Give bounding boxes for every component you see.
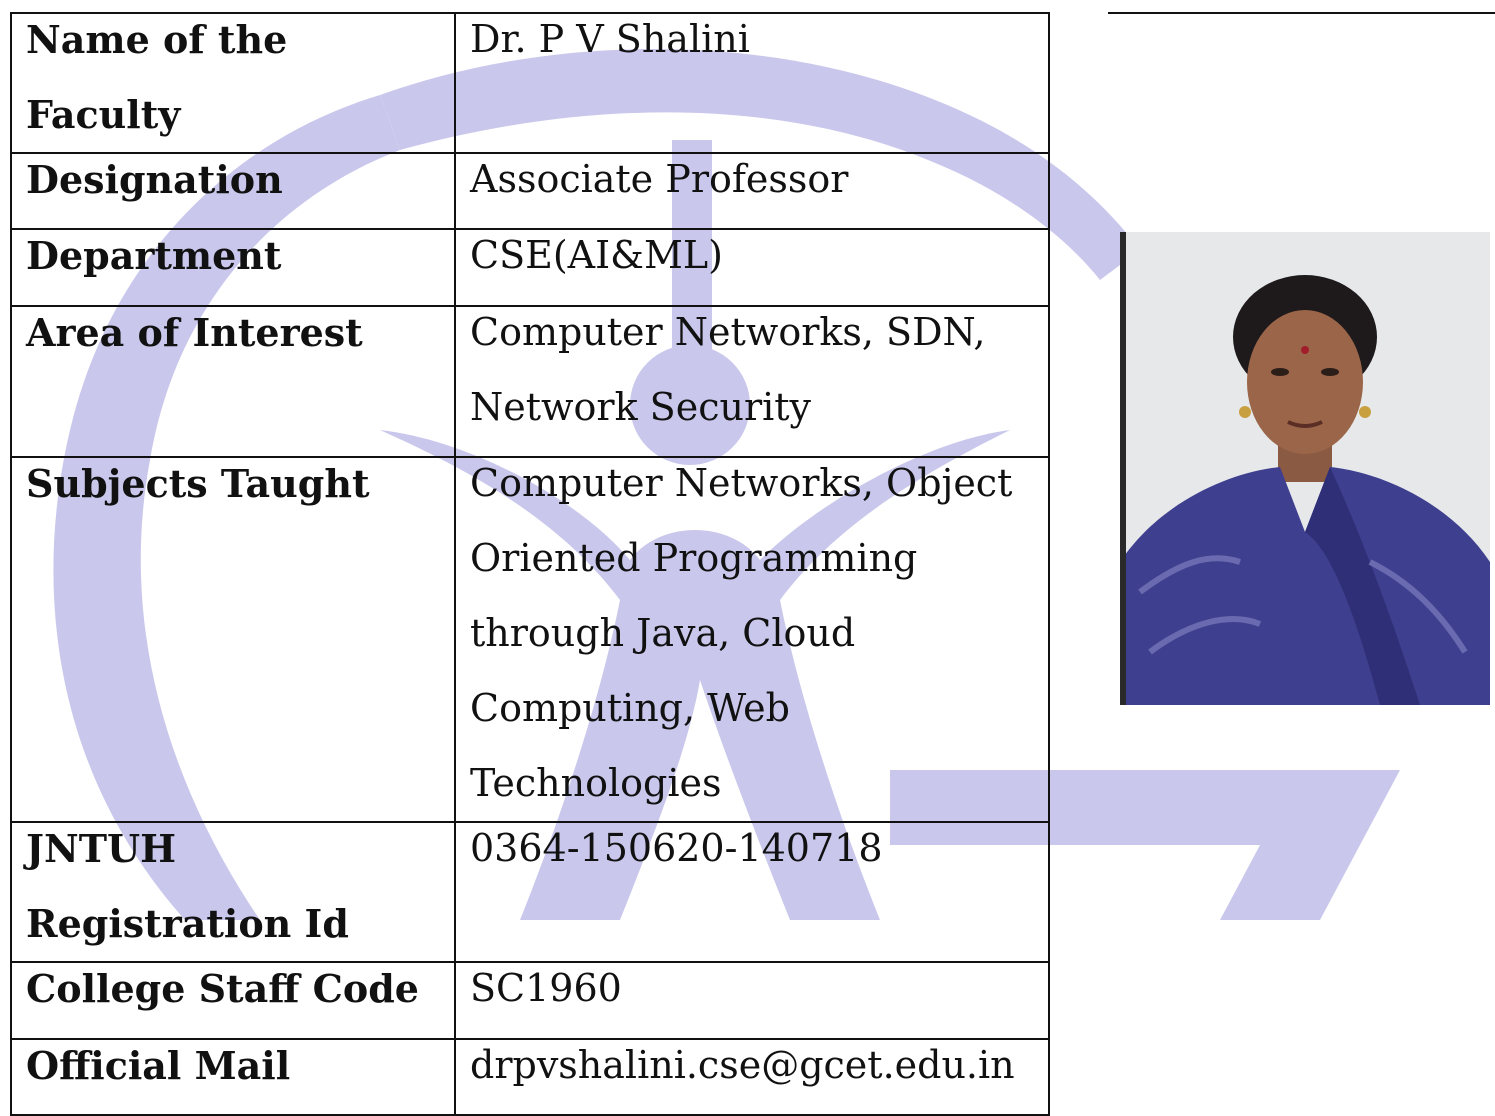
row-label: Name of the Faculty: [26, 17, 288, 137]
value-cell: 0364-150620-140718: [454, 821, 1050, 963]
row-value: Associate Professor: [470, 157, 849, 201]
row-label: Department: [26, 233, 282, 278]
row-value: SC1960: [470, 966, 622, 1010]
label-cell: Subjects Taught: [10, 456, 456, 823]
row-name: Name of the Faculty Dr. P V Shalini: [10, 12, 1050, 154]
row-subjects-taught: Subjects Taught Computer Networks, Objec…: [10, 456, 1050, 823]
top-border-rule: [1108, 12, 1495, 14]
value-cell: Dr. P V Shalini: [454, 12, 1050, 154]
row-jntuh-registration: JNTUH Registration Id 0364-150620-140718: [10, 821, 1050, 963]
label-cell: Name of the Faculty: [10, 12, 456, 154]
label-cell: Area of Interest: [10, 305, 456, 458]
label-cell: Designation: [10, 152, 456, 230]
row-value: Computer Networks, Object Oriented Progr…: [470, 461, 1013, 805]
label-cell: Official Mail: [10, 1038, 456, 1116]
row-value: Dr. P V Shalini: [470, 17, 750, 61]
row-value: Computer Networks, SDN, Network Security: [470, 310, 986, 429]
row-department: Department CSE(AI&ML): [10, 228, 1050, 307]
row-value: 0364-150620-140718: [470, 826, 883, 870]
label-cell: JNTUH Registration Id: [10, 821, 456, 963]
row-area-of-interest: Area of Interest Computer Networks, SDN,…: [10, 305, 1050, 458]
value-cell: drpvshalini.cse@gcet.edu.in: [454, 1038, 1050, 1116]
row-value: drpvshalini.cse@gcet.edu.in: [470, 1043, 1015, 1087]
faculty-portrait: [1120, 232, 1490, 705]
value-cell: Computer Networks, Object Oriented Progr…: [454, 456, 1050, 823]
value-cell: Computer Networks, SDN, Network Security: [454, 305, 1050, 458]
row-label: College Staff Code: [26, 966, 419, 1011]
label-cell: Department: [10, 228, 456, 307]
row-label: Official Mail: [26, 1043, 291, 1088]
value-cell: CSE(AI&ML): [454, 228, 1050, 307]
row-label: Subjects Taught: [26, 461, 370, 506]
row-label: Designation: [26, 157, 283, 202]
row-value: CSE(AI&ML): [470, 233, 723, 277]
row-designation: Designation Associate Professor: [10, 152, 1050, 230]
faculty-profile-table: Name of the Faculty Dr. P V Shalini Desi…: [10, 12, 1050, 1116]
row-label: JNTUH Registration Id: [26, 826, 349, 946]
row-official-mail: Official Mail drpvshalini.cse@gcet.edu.i…: [10, 1038, 1050, 1116]
value-cell: Associate Professor: [454, 152, 1050, 230]
row-label: Area of Interest: [26, 310, 363, 355]
